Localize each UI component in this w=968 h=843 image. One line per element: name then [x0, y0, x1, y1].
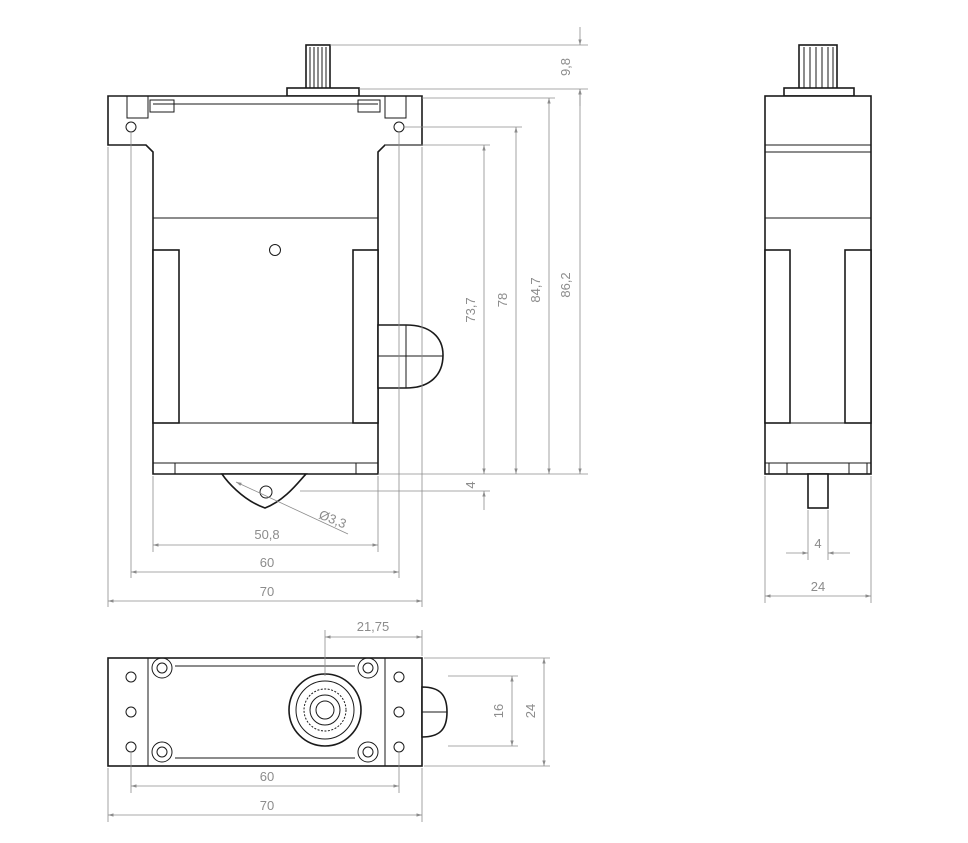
dim-top-height-16: 16	[491, 704, 506, 718]
side-spline	[798, 44, 838, 91]
dim-side-shaft-width: 4	[814, 536, 821, 551]
dim-height-84-7: 84,7	[528, 277, 543, 302]
top-screw-bottom-left	[151, 741, 173, 763]
dim-width-70-front: 70	[260, 584, 274, 599]
dim-top-height-24: 24	[523, 704, 538, 718]
dim-width-50-8: 50,8	[254, 527, 279, 542]
top-view: 21,75 16 24 60 70	[107, 619, 550, 822]
front-view: 9,8 86,2 84,7 78 73,7 4 Ø3,3 50,8 60 70	[107, 27, 588, 607]
dim-height-78: 78	[495, 293, 510, 307]
side-view: 4 24	[764, 44, 872, 603]
front-bottom-tab	[220, 473, 308, 509]
top-screw-bottom-right	[357, 741, 379, 763]
top-case	[107, 657, 423, 767]
dim-top-width-60: 60	[260, 769, 274, 784]
top-screw-top-left	[151, 657, 173, 679]
top-output-spline	[288, 673, 362, 747]
side-bottom-tab	[807, 473, 829, 509]
dim-hole-diameter: Ø3,3	[317, 507, 349, 531]
dim-shaft-height: 9,8	[558, 58, 573, 76]
dim-top-width-70: 70	[260, 798, 274, 813]
dim-side-width-24: 24	[811, 579, 825, 594]
dim-top-spline-offset: 21,75	[357, 619, 390, 634]
dim-height-86-2: 86,2	[558, 272, 573, 297]
dim-height-73-7: 73,7	[463, 297, 478, 322]
dim-width-60-front: 60	[260, 555, 274, 570]
top-screw-top-right	[357, 657, 379, 679]
dim-tab-offset: 4	[463, 481, 478, 488]
